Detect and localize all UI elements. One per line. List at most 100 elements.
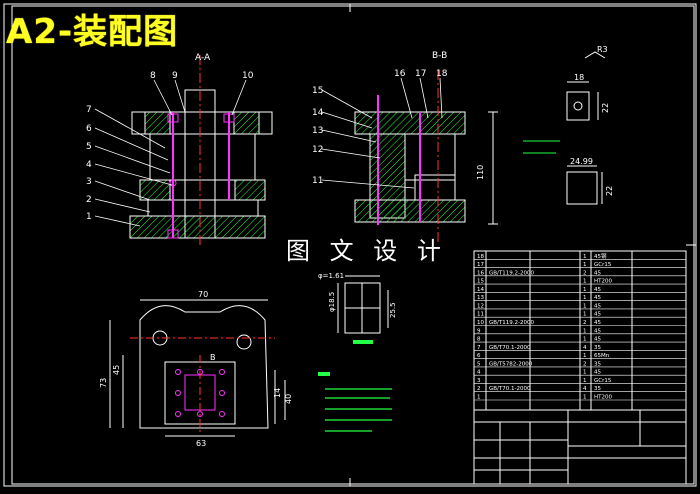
dim-b-label: B <box>210 353 216 362</box>
part-num-2: 2 <box>86 195 92 205</box>
part-num-14: 14 <box>312 108 324 118</box>
bom-cell: 2 <box>477 386 481 392</box>
part-num-5: 5 <box>86 142 92 152</box>
part-num-15: 15 <box>312 86 323 96</box>
bom-cell: HT200 <box>594 395 612 401</box>
bom-cell: GB/T70.1-2000 <box>489 345 531 351</box>
plan-view <box>109 299 286 437</box>
dim-bb-height: 110 <box>476 165 485 180</box>
detail-top-right <box>523 51 606 205</box>
bom-cell: HT200 <box>594 279 612 285</box>
bom-cell: 45 <box>594 287 601 293</box>
bom-cell: 2 <box>583 270 587 276</box>
bom-cell: 1 <box>477 395 481 401</box>
bom-cell: GB/T119.2-2000 <box>489 270 534 276</box>
bom-cell: 1 <box>583 303 587 309</box>
bom-cell: GB/T5782-2000 <box>489 361 533 367</box>
part-num-10: 10 <box>242 71 254 81</box>
section-aa-view <box>94 55 273 245</box>
dim-2499: 24.99 <box>570 157 593 166</box>
bom-cell: 3 <box>477 378 481 384</box>
dim-left-73: 73 <box>99 378 108 388</box>
bom-cell: GB/T119.2-2000 <box>489 320 534 326</box>
bom-cell: 1 <box>583 295 587 301</box>
bom-cell: 1 <box>583 370 587 376</box>
dim-r3: R3 <box>597 45 608 54</box>
bom-cell: 1 <box>583 337 587 343</box>
part-num-3: 3 <box>86 177 92 187</box>
bom-cell: 11 <box>477 312 484 318</box>
bom-cell: GCr15 <box>594 262 612 268</box>
bom-cell: 45 <box>594 320 601 326</box>
watermark-text: 图 文 设 计 <box>286 237 447 265</box>
bom-cell: 5 <box>477 361 481 367</box>
bom-cell: 1 <box>583 254 587 260</box>
section-label-bb: B-B <box>432 51 447 61</box>
bom-cell: 45钢 <box>594 252 607 260</box>
dim-22b: 22 <box>605 186 614 196</box>
title-block <box>473 409 687 485</box>
section-label-aa: A-A <box>195 53 211 63</box>
bom-cell: 9 <box>477 328 481 334</box>
dim-phi: φ=1.61 <box>318 272 344 280</box>
drawing-title: A2-装配图 <box>6 12 179 52</box>
dim-22a: 22 <box>601 103 610 113</box>
bom-cell: 35 <box>594 386 601 392</box>
bom-cell: 1 <box>583 328 587 334</box>
bom-cell: 1 <box>583 279 587 285</box>
bom-cell: 12 <box>477 303 484 309</box>
bom-cell: 2 <box>583 361 587 367</box>
bom-cell: 35 <box>594 361 601 367</box>
bom-cell: 35 <box>594 345 601 351</box>
part-num-4: 4 <box>86 160 92 170</box>
bom-cell: GCr15 <box>594 378 612 384</box>
part-num-12: 12 <box>312 145 323 155</box>
bom-cell: 4 <box>583 386 587 392</box>
bom-cell: 18 <box>477 254 484 260</box>
bom-cell: 2 <box>583 320 587 326</box>
bom-cell: 15 <box>477 279 484 285</box>
part-num-6: 6 <box>86 124 92 134</box>
part-num-8: 8 <box>150 71 156 81</box>
bom-cell: 1 <box>583 378 587 384</box>
bom-cell: 1 <box>583 262 587 268</box>
dim-phi2: φ18.5 <box>328 292 336 312</box>
bom-cell: 6 <box>477 353 481 359</box>
bom-cell: 1 <box>583 287 587 293</box>
part-num-9: 9 <box>172 71 178 81</box>
part-num-7: 7 <box>86 105 92 115</box>
bom-cell: 45 <box>594 370 601 376</box>
part-num-11: 11 <box>312 176 323 186</box>
dim-left-45: 45 <box>112 365 121 375</box>
bom-cell: 16 <box>477 270 484 276</box>
bom-cell: GB/T70.1-2000 <box>489 386 531 392</box>
bom-cell: 1 <box>583 353 587 359</box>
dim-right-14: 14 <box>273 388 282 398</box>
dim-bottom-63: 63 <box>196 439 206 448</box>
bom-cell: 45 <box>594 337 601 343</box>
bom-cell: 45 <box>594 312 601 318</box>
part-num-18: 18 <box>436 69 448 79</box>
bom-cell: 7 <box>477 345 481 351</box>
tech-notes <box>318 372 392 432</box>
part-num-1: 1 <box>86 212 92 222</box>
bom-cell: 45 <box>594 270 601 276</box>
bom-cell: 4 <box>583 345 587 351</box>
bom-cell: 45 <box>594 303 601 309</box>
detail-middle <box>337 275 389 344</box>
bom-cell: 13 <box>477 295 484 301</box>
bom-cell: 45 <box>594 328 601 334</box>
section-bb-view <box>321 70 498 245</box>
bom-cell: 1 <box>583 395 587 401</box>
dim-top-width: 70 <box>198 290 208 299</box>
bom-cell: 1 <box>583 312 587 318</box>
bom-cell: 8 <box>477 337 481 343</box>
part-num-13: 13 <box>312 126 323 136</box>
dim-255: 25.5 <box>389 302 397 318</box>
dim-18: 18 <box>574 73 584 82</box>
bom-cell: 17 <box>477 262 484 268</box>
bom-cell: 4 <box>477 370 481 376</box>
